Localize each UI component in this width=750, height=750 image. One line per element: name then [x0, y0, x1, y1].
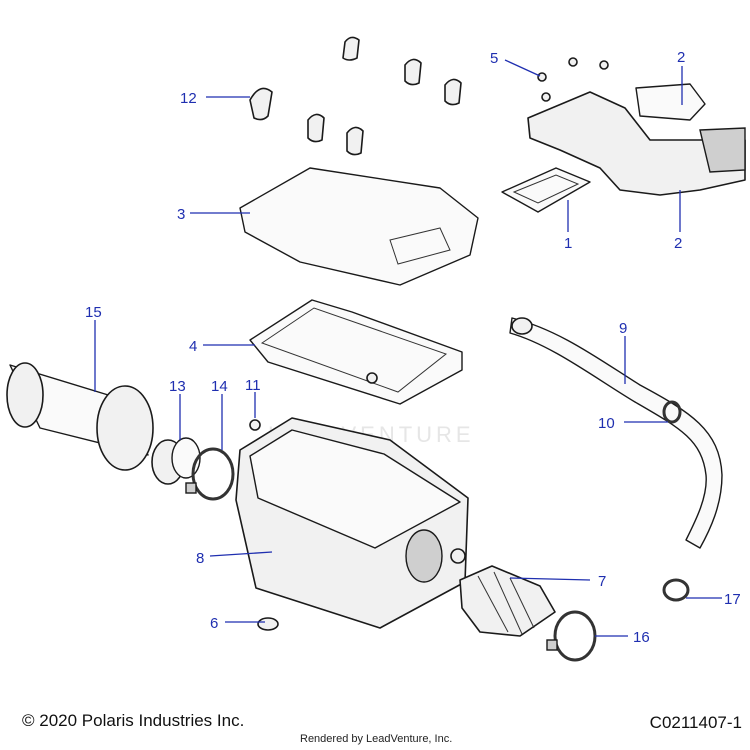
callout-9: 9: [619, 320, 627, 337]
leader-lines: [94, 59, 722, 637]
grommet-part: [257, 617, 279, 631]
screw-part-11: [249, 419, 261, 431]
hose-clamp-part-16: [546, 610, 597, 662]
hose-clamp-part-17: [662, 578, 690, 602]
air-filter-part: [6, 362, 154, 471]
callout-16: 16: [633, 629, 650, 646]
callout-5: 5: [490, 50, 498, 67]
callout-6: 6: [210, 615, 218, 632]
copyright-text: © 2020 Polaris Industries Inc.: [22, 711, 245, 730]
callout-4: 4: [189, 338, 197, 355]
callout-10: 10: [598, 415, 615, 432]
duct-gasket-part: [501, 167, 591, 213]
callout-14: 14: [211, 378, 228, 395]
callout-1: 1: [564, 235, 572, 252]
breather-hose-part: [509, 317, 723, 549]
screw-part: [537, 57, 609, 102]
callout-7: 7: [598, 573, 606, 590]
callout-15: 15: [85, 304, 102, 321]
hose-clamp-part-10: [662, 400, 682, 424]
callout-11: 11: [245, 377, 261, 394]
callout-13: 13: [169, 378, 186, 395]
hose-clamp-part-14: [185, 447, 235, 501]
airbox-cover-part: [239, 167, 479, 286]
diagram-code: C0211407-1: [649, 713, 742, 732]
callout-2-bottom: 2: [674, 235, 682, 252]
outlet-boot-part: [459, 565, 556, 637]
airbox-seal-part: [249, 299, 463, 405]
callout-2-top: 2: [677, 49, 685, 66]
callout-12: 12: [180, 90, 197, 107]
intake-duct-part: [527, 83, 746, 196]
clip-part: [249, 36, 462, 156]
airbox-part: [235, 417, 469, 629]
callouts: 1 2 2 3 4 5 6 7 8 9 10 11 12 13 14 15 16…: [85, 49, 741, 646]
callout-3: 3: [177, 206, 185, 223]
rendered-by-text: Rendered by LeadVenture, Inc.: [300, 733, 453, 745]
callout-8: 8: [196, 550, 204, 567]
callout-17: 17: [724, 591, 741, 608]
